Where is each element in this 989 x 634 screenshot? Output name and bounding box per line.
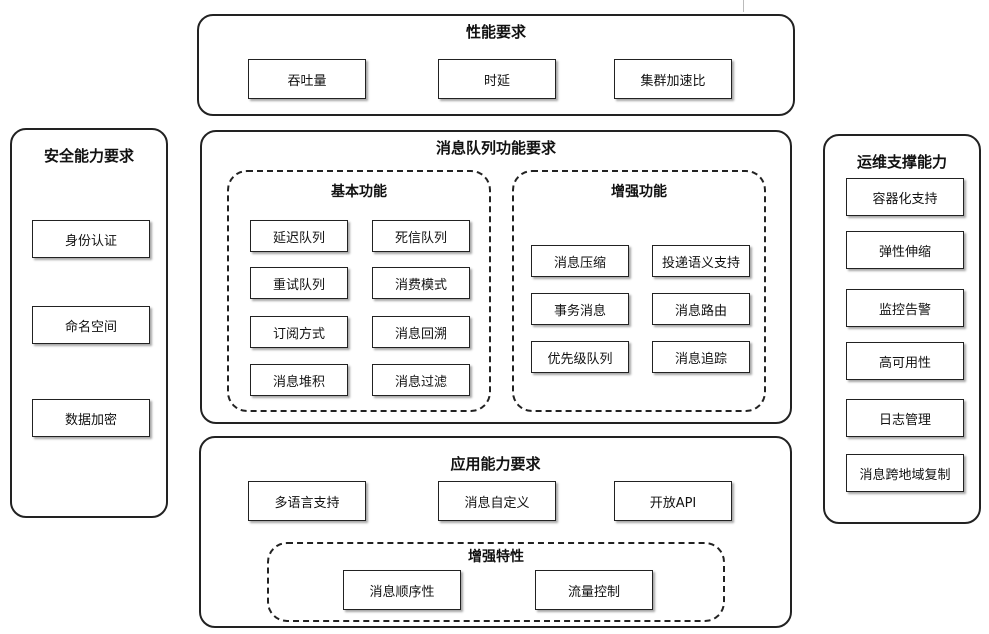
mq-title: 消息队列功能要求 bbox=[435, 139, 556, 157]
performance-panel: 性能要求 吞吐量 时延 集群加速比 bbox=[197, 14, 795, 116]
log-management-box: 日志管理 bbox=[846, 399, 964, 437]
data-encryption-box: 数据加密 bbox=[32, 399, 150, 437]
cross-region-replication-box: 消息跨地域复制 bbox=[846, 454, 964, 492]
delay-queue-box: 延迟队列 bbox=[250, 220, 348, 252]
mq-panel: 消息队列功能要求 基本功能 延迟队列 死信队列 重试队列 消费模式 订阅方式 消… bbox=[200, 130, 792, 424]
dead-letter-queue-box: 死信队列 bbox=[372, 220, 470, 252]
subscribe-mode-box: 订阅方式 bbox=[250, 316, 348, 348]
retry-queue-box: 重试队列 bbox=[250, 267, 348, 299]
namespace-box: 命名空间 bbox=[32, 306, 150, 344]
message-rewind-box: 消息回溯 bbox=[372, 316, 470, 348]
elastic-scaling-box: 弹性伸缩 bbox=[846, 231, 964, 269]
open-api-box: 开放API bbox=[614, 481, 732, 521]
ops-panel: 运维支撑能力 容器化支持 弹性伸缩 监控告警 高可用性 日志管理 消息跨地域复制 bbox=[823, 134, 981, 524]
high-availability-box: 高可用性 bbox=[846, 342, 964, 380]
identity-auth-box: 身份认证 bbox=[32, 220, 150, 258]
message-ordering-box: 消息顺序性 bbox=[343, 570, 461, 610]
security-panel: 安全能力要求 身份认证 命名空间 数据加密 bbox=[10, 128, 168, 518]
priority-queue-box: 优先级队列 bbox=[531, 341, 629, 373]
security-title: 安全能力要求 bbox=[43, 147, 134, 165]
cluster-speedup-box: 集群加速比 bbox=[614, 59, 732, 99]
performance-title: 性能要求 bbox=[465, 23, 526, 41]
app-title: 应用能力要求 bbox=[450, 455, 541, 473]
ops-title: 运维支撑能力 bbox=[856, 153, 947, 171]
message-customization-box: 消息自定义 bbox=[438, 481, 556, 521]
multi-language-box: 多语言支持 bbox=[248, 481, 366, 521]
consume-mode-box: 消费模式 bbox=[372, 267, 470, 299]
message-compression-box: 消息压缩 bbox=[531, 245, 629, 277]
top-edge-line bbox=[743, 0, 744, 12]
enhanced-features-title: 增强特性 bbox=[468, 549, 524, 565]
basic-functions-title: 基本功能 bbox=[331, 184, 387, 200]
message-filter-box: 消息过滤 bbox=[372, 364, 470, 396]
enhanced-functions-title: 增强功能 bbox=[611, 184, 667, 200]
enhanced-features-group: 增强特性 消息顺序性 流量控制 bbox=[267, 542, 725, 622]
latency-box: 时延 bbox=[438, 59, 556, 99]
throughput-box: 吞吐量 bbox=[248, 59, 366, 99]
app-panel: 应用能力要求 多语言支持 消息自定义 开放API 增强特性 消息顺序性 流量控制 bbox=[199, 436, 792, 628]
monitoring-alerting-box: 监控告警 bbox=[846, 289, 964, 327]
message-tracing-box: 消息追踪 bbox=[652, 341, 750, 373]
flow-control-box: 流量控制 bbox=[535, 570, 653, 610]
transaction-message-box: 事务消息 bbox=[531, 293, 629, 325]
message-routing-box: 消息路由 bbox=[652, 293, 750, 325]
enhanced-functions-group: 增强功能 消息压缩 投递语义支持 事务消息 消息路由 优先级队列 消息追踪 bbox=[512, 170, 766, 412]
message-backlog-box: 消息堆积 bbox=[250, 364, 348, 396]
delivery-semantics-box: 投递语义支持 bbox=[652, 245, 750, 277]
containerization-box: 容器化支持 bbox=[846, 178, 964, 216]
basic-functions-group: 基本功能 延迟队列 死信队列 重试队列 消费模式 订阅方式 消息回溯 消息堆积 … bbox=[227, 170, 491, 412]
